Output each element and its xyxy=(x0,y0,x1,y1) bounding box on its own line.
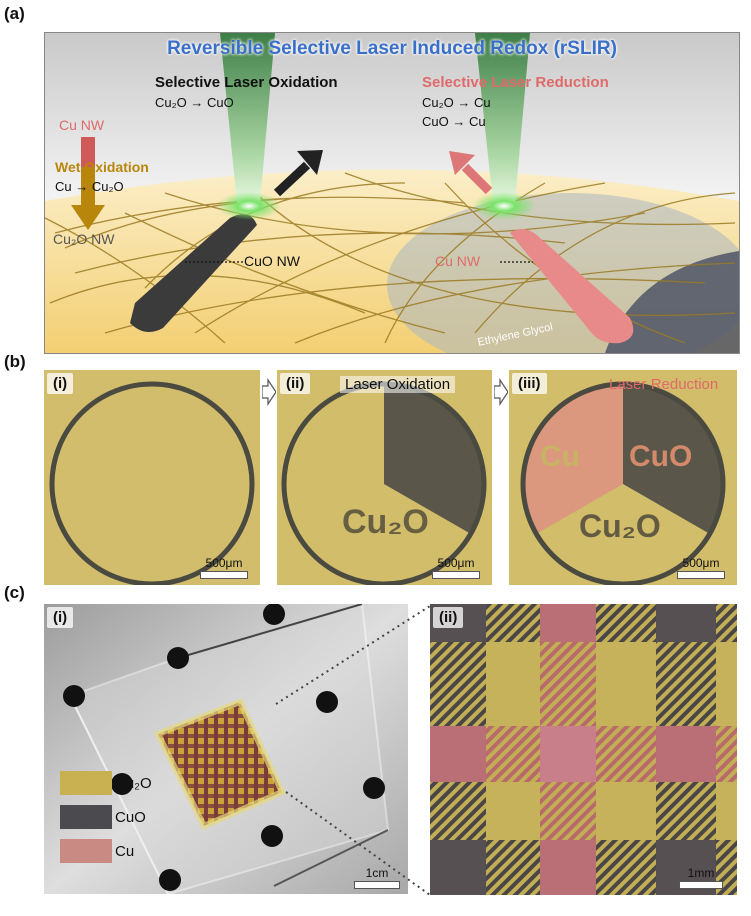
oxidation-direction-arrow xyxy=(273,150,323,197)
cu2o-nw-label: Cu₂O NW xyxy=(53,231,115,247)
wet-oxidation-equation: Cu → Cu₂O xyxy=(55,179,124,194)
reduction-equation-2: CuO → Cu xyxy=(422,114,486,129)
pattern-circle xyxy=(520,381,726,585)
oxidation-laser-spot xyxy=(217,192,281,220)
cu-nw-label: Cu NW xyxy=(59,117,105,133)
wet-oxidation-arrow xyxy=(71,137,105,230)
legend-label: CuO xyxy=(115,808,146,826)
oxidation-title: Selective Laser Oxidation xyxy=(155,74,338,91)
cu-nw-label-2: Cu NW xyxy=(435,253,481,269)
legend: Cu₂O CuO Cu xyxy=(60,771,152,863)
pattern-circle xyxy=(49,381,255,585)
panel-a-illustration: Reversible Selective Laser Induced Redox… xyxy=(44,32,740,354)
reduction-direction-arrow xyxy=(449,151,493,195)
legend-label: Cu₂O xyxy=(115,774,152,792)
panel-b-i-tag: (i) xyxy=(47,373,74,394)
reduction-laser-beam xyxy=(475,33,530,203)
scale-bar-c-i: 1cm xyxy=(354,866,400,889)
legend-label: Cu xyxy=(115,842,135,860)
panel-a-svg xyxy=(45,33,739,353)
panel-b-i-svg xyxy=(49,381,255,585)
patterned-sample xyxy=(153,698,287,830)
panel-c-ii: (ii) 1mm xyxy=(430,604,737,895)
panel-b-ii: (ii) Laser Oxidation Cu₂O 500μm xyxy=(277,370,492,585)
scale-bar-b-ii: 500μm xyxy=(432,556,480,579)
panel-b-ii-svg xyxy=(281,381,487,585)
cu-text-iii: Cu xyxy=(540,440,580,473)
panel-c-label: (c) xyxy=(4,583,25,602)
scale-bar-b-iii: 500μm xyxy=(677,556,725,579)
cuo-nw-label: CuO NW xyxy=(244,253,300,269)
legend-item: CuO xyxy=(60,805,152,829)
cu-trail xyxy=(510,229,634,344)
legend-swatch xyxy=(60,805,112,829)
scale-bar-label: 500μm xyxy=(682,556,720,570)
panel-b-iii: (iii) Laser Reduction Cu CuO Cu₂O 500μm xyxy=(509,370,737,585)
panel-b-ii-tag: (ii) xyxy=(280,373,311,394)
cuo-text-iii: CuO xyxy=(629,440,693,473)
legend-item: Cu₂O xyxy=(60,771,152,795)
panel-b-i: (i) 500μm xyxy=(44,370,260,585)
wet-oxidation-label: Wet Oxidation xyxy=(55,159,149,175)
reduction-laser-spot xyxy=(472,192,536,220)
panel-c-ii-tag: (ii) xyxy=(433,607,464,628)
panel-c-i-tag: (i) xyxy=(47,607,74,628)
step-arrow-1 xyxy=(261,378,277,411)
rslir-title: Reversible Selective Laser Induced Redox… xyxy=(167,38,617,59)
scale-bar-label: 500μm xyxy=(205,556,243,570)
legend-item: Cu xyxy=(60,839,152,863)
laser-oxidation-label: Laser Oxidation xyxy=(340,376,456,393)
panel-b-iii-tag: (iii) xyxy=(512,373,547,394)
legend-swatch xyxy=(60,839,112,863)
cu2o-text-iii: Cu₂O xyxy=(579,508,661,544)
legend-swatch xyxy=(60,771,112,795)
scale-bar-c-ii: 1mm xyxy=(679,866,723,889)
step-arrow-2 xyxy=(493,378,509,411)
scale-bar-label: 1cm xyxy=(365,866,389,880)
oxidation-laser-beam xyxy=(220,33,275,203)
scale-bar-label: 1mm xyxy=(687,866,715,880)
panel-b-iii-svg xyxy=(520,381,726,585)
cu2o-text-ii: Cu₂O xyxy=(342,503,429,541)
panel-a-label: (a) xyxy=(4,4,25,23)
scale-bar-label: 500μm xyxy=(437,556,475,570)
cuo-trail xyxy=(130,214,257,332)
oxidation-equation: Cu₂O → CuO xyxy=(155,95,234,110)
panel-c-i: (i) Cu₂O CuO Cu 1cm xyxy=(44,604,408,894)
panel-c-ii-svg xyxy=(430,604,737,895)
reduction-equation-1: Cu₂O → Cu xyxy=(422,95,491,110)
panel-b-label: (b) xyxy=(4,352,26,371)
laser-reduction-label: Laser Reduction xyxy=(609,376,719,393)
reduction-title: Selective Laser Reduction xyxy=(422,74,609,91)
scale-bar-b-i: 500μm xyxy=(200,556,248,579)
